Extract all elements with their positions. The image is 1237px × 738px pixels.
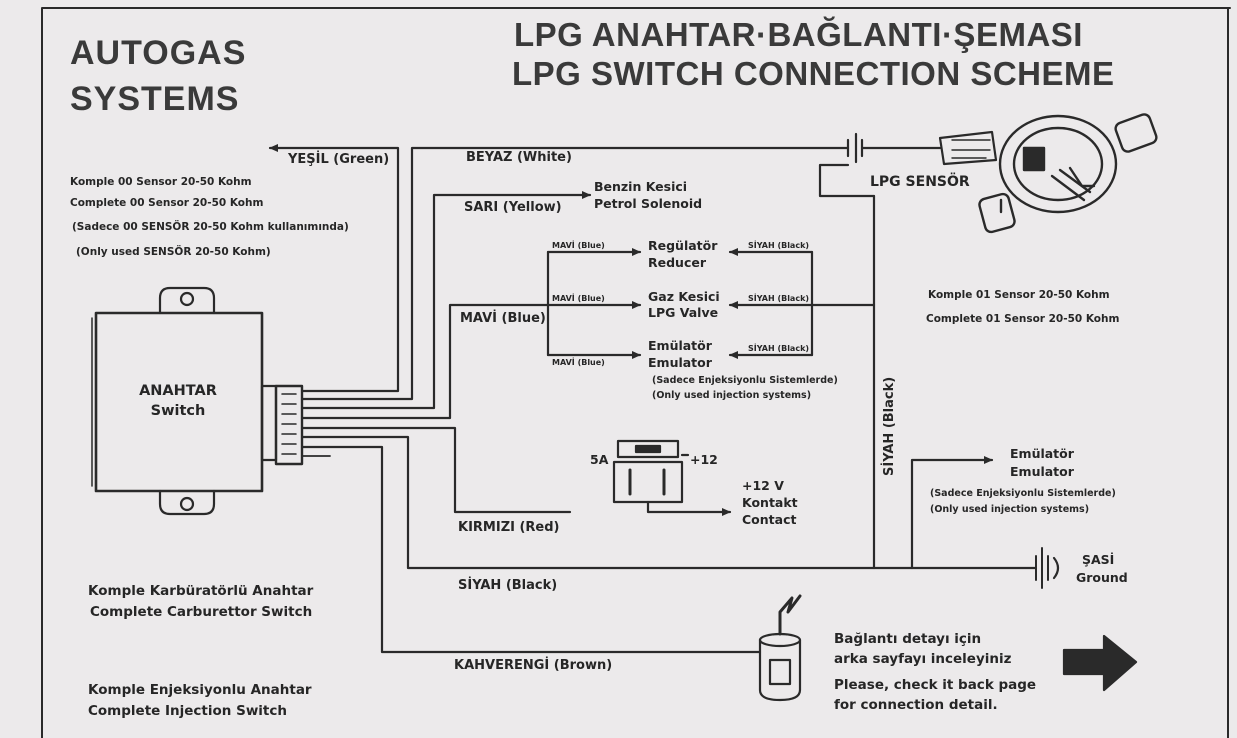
back-page-note-en-2: for connection detail. <box>834 697 998 713</box>
ground-label-tr: ŞASİ <box>1082 552 1115 567</box>
wire-label-green: YEŞİL (Green) <box>288 152 390 167</box>
ignition-lock <box>978 113 1158 234</box>
emulator-note-tr: (Sadece Enjeksiyonlu Sistemlerde) <box>652 375 838 386</box>
fuse-voltage-label: +12 <box>690 452 718 467</box>
small-wire-label-blue-3: MAVİ (Blue) <box>552 358 605 367</box>
emulator-note-en: (Only used injection systems) <box>652 390 812 401</box>
contact-label-tr: Kontakt <box>742 495 798 510</box>
wire-bundle <box>268 144 1038 654</box>
emulator-label-en: Emulator <box>648 355 712 370</box>
black-wire-bus <box>728 163 876 570</box>
wire-label-red: KIRMIZI (Red) <box>458 520 560 535</box>
wire-label-brown: KAHVERENGİ (Brown) <box>454 658 613 673</box>
right-emulator-note-en: (Only used injection systems) <box>930 504 1090 515</box>
blue-wire-bus <box>546 248 642 359</box>
small-wire-label-black-3: SİYAH (Black) <box>748 344 810 353</box>
back-page-note-tr-1: Bağlantı detayı için <box>834 631 982 647</box>
lpg-sensor-label: LPG SENSÖR <box>870 174 970 190</box>
fuse-holder <box>612 439 732 516</box>
brand-line-1: AUTOGAS <box>70 34 247 72</box>
small-wire-label-blue-1: MAVİ (Blue) <box>552 241 605 250</box>
ground-label-en: Ground <box>1076 570 1128 585</box>
right-emulator-wire <box>910 456 994 570</box>
reducer-label-en: Reducer <box>648 255 707 270</box>
switch-label-en: Switch <box>150 403 206 419</box>
contact-label-en: Contact <box>742 512 797 527</box>
brown-wire-device <box>758 594 802 702</box>
right-emulator-note-tr: (Sadece Enjeksiyonlu Sistemlerde) <box>930 488 1116 499</box>
right-note-line-1: Komple 01 Sensor 20-50 Kohm <box>928 289 1110 301</box>
small-wire-label-black-1: SİYAH (Black) <box>748 241 810 250</box>
reducer-label-tr: Regülatör <box>648 238 718 253</box>
wire-label-yellow: SARI (Yellow) <box>464 200 562 215</box>
fuse-current-label: 5A <box>590 452 609 467</box>
switch-label-tr: ANAHTAR <box>139 383 217 399</box>
right-emulator-label-en: Emulator <box>1010 464 1074 479</box>
wire-label-white: BEYAZ (White) <box>466 150 572 165</box>
left-note-line-2: Complete 00 Sensor 20-50 Kohm <box>70 197 264 209</box>
carburettor-switch-label-tr: Komple Karbüratörlü Anahtar <box>88 583 314 599</box>
ground-symbol <box>1035 547 1060 589</box>
injection-switch-label-tr: Komple Enjeksiyonlu Anahtar <box>88 682 312 698</box>
switch-box <box>91 286 304 516</box>
small-wire-label-black-2: SİYAH (Black) <box>748 294 810 303</box>
left-note-line-1: Komple 00 Sensor 20-50 Kohm <box>70 176 252 188</box>
lpg-valve-label-tr: Gaz Kesici <box>648 289 720 304</box>
contact-label-voltage: +12 V <box>742 478 784 493</box>
left-note-line-3: (Sadece 00 SENSÖR 20-50 Kohm kullanımınd… <box>72 221 349 233</box>
back-page-note-tr-2: arka sayfayı inceleyiniz <box>834 651 1012 667</box>
page-border <box>41 7 1231 738</box>
wire-label-blue: MAVİ (Blue) <box>460 311 546 326</box>
back-page-note-en-1: Please, check it back page <box>834 677 1037 693</box>
small-wire-label-blue-2: MAVİ (Blue) <box>552 294 605 303</box>
wire-label-black: SİYAH (Black) <box>458 578 558 593</box>
brand-line-2: SYSTEMS <box>70 80 240 118</box>
petrol-solenoid-label-tr: Benzin Kesici <box>594 179 688 194</box>
lpg-sensor <box>846 130 998 166</box>
lpg-valve-label-en: LPG Valve <box>648 305 719 320</box>
carburettor-switch-label-en: Complete Carburettor Switch <box>90 604 313 620</box>
injection-switch-label-en: Complete Injection Switch <box>88 703 287 719</box>
right-note-line-2: Complete 01 Sensor 20-50 Kohm <box>926 313 1120 325</box>
left-note-line-4: (Only used SENSÖR 20-50 Kohm) <box>76 246 271 258</box>
title-turkish: LPG ANAHTAR·BAĞLANTI·ŞEMASI <box>514 16 1083 53</box>
emulator-label-tr: Emülatör <box>648 338 712 353</box>
right-emulator-label-tr: Emülatör <box>1010 446 1074 461</box>
title-english: LPG SWITCH CONNECTION SCHEME <box>512 55 1115 92</box>
petrol-solenoid-label-en: Petrol Solenoid <box>594 196 703 211</box>
wire-label-black-vertical: SİYAH (Black) <box>882 376 897 476</box>
next-page-arrow <box>1062 634 1138 692</box>
